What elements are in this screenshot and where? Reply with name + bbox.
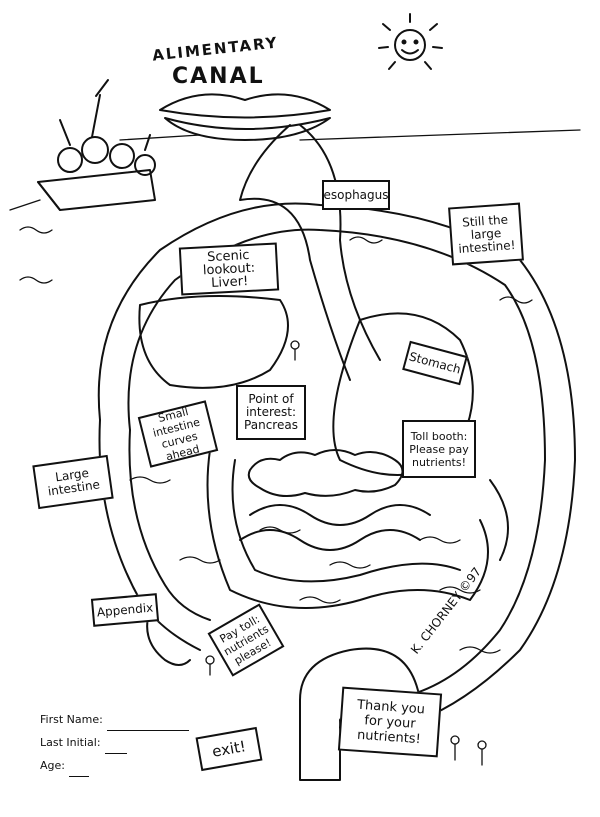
sign-esophagus: esophagus	[322, 180, 390, 210]
first-name-input[interactable]	[106, 716, 189, 731]
water-waves	[9, 129, 581, 654]
last-initial-label: Last Initial:	[40, 736, 101, 749]
sign-thank-you: Thank you for your nutrients!	[337, 686, 443, 758]
small-intestine-path	[206, 449, 509, 609]
sun-icon	[378, 13, 443, 70]
last-initial-input[interactable]	[104, 739, 127, 754]
sign-pancreas: Point of interest: Pancreas	[236, 385, 306, 440]
sign-toll-booth: Toll booth: Please pay nutrients!	[402, 420, 476, 478]
student-info-form: First Name: Last Initial: Age:	[40, 708, 189, 777]
age-input[interactable]	[68, 762, 89, 777]
boat-with-food	[37, 79, 156, 211]
age-label: Age:	[40, 759, 65, 772]
liver-shape	[138, 295, 289, 389]
mouth-lips	[159, 93, 331, 141]
flowers	[205, 340, 487, 766]
esophagus-tube	[239, 124, 381, 381]
sign-still-large-intestine: Still the large intestine!	[448, 202, 524, 266]
sign-appendix: Appendix	[90, 593, 160, 627]
first-name-label: First Name:	[40, 713, 103, 726]
sign-liver: Scenic lookout: Liver!	[178, 242, 280, 296]
title-canal: CANAL	[172, 64, 265, 89]
